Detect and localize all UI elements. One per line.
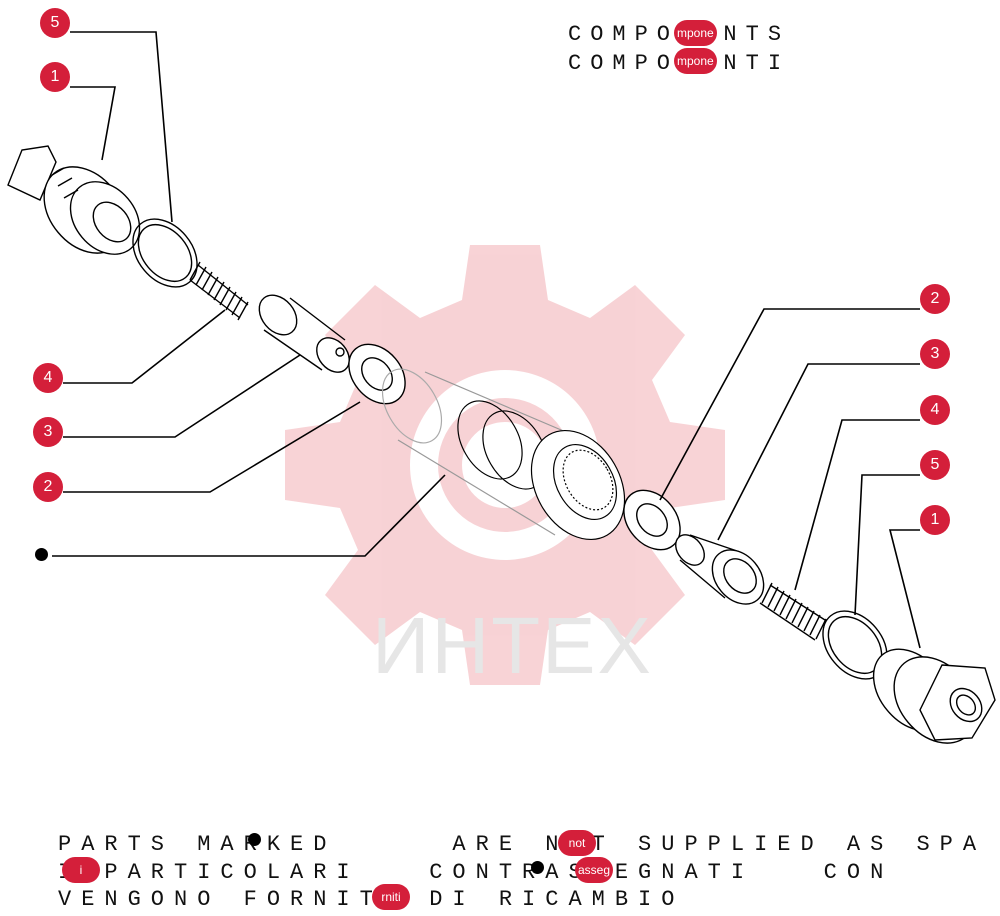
callout-right-1: 1 — [920, 505, 950, 535]
note-line-it-2: VENGONO FORNITI DI RICAMBIO — [58, 887, 685, 912]
title-tag-2: mpone — [674, 48, 717, 74]
leader-lines — [52, 31, 921, 649]
note-tag-not: not — [558, 830, 596, 856]
left-assembly — [7, 145, 406, 405]
note-tag-i: i — [62, 857, 100, 883]
right-washer-part — [623, 489, 681, 551]
left-spring-part — [189, 261, 249, 321]
center-sleeve-part — [381, 368, 626, 541]
note-marker-dot-it — [531, 861, 544, 874]
right-spring-part — [759, 582, 827, 641]
note-tag-forniti: rniti — [372, 884, 410, 910]
title-tag-1: mpone — [674, 20, 717, 46]
callout-left-5: 5 — [40, 8, 70, 38]
left-piston-part — [258, 294, 350, 373]
callout-right-5: 5 — [920, 450, 950, 480]
right-plug-part — [872, 648, 996, 744]
left-washer-part — [348, 343, 406, 405]
note-marker-dot-en — [248, 833, 261, 846]
callout-right-4: 4 — [920, 395, 950, 425]
callout-left-2: 2 — [33, 472, 63, 502]
left-plug-part — [7, 145, 141, 255]
left-oring-part — [132, 218, 198, 288]
not-supplied-marker-dot — [35, 548, 48, 561]
note-tag-assegnati: asseg — [575, 857, 614, 883]
right-piston-part — [675, 534, 765, 605]
callout-left-3: 3 — [33, 417, 63, 447]
callout-right-2: 2 — [920, 284, 950, 314]
note-line-en: PARTS MARKED ARE NOT SUPPLIED AS SPA — [58, 832, 987, 857]
right-assembly — [623, 489, 996, 744]
callout-right-3: 3 — [920, 339, 950, 369]
note-line-it-1: I PARTICOLARI CONTRASSEGNATI CON — [58, 860, 894, 885]
callout-left-4: 4 — [33, 363, 63, 393]
callout-left-1: 1 — [40, 62, 70, 92]
watermark-text: ИНТЕХ — [372, 601, 653, 690]
